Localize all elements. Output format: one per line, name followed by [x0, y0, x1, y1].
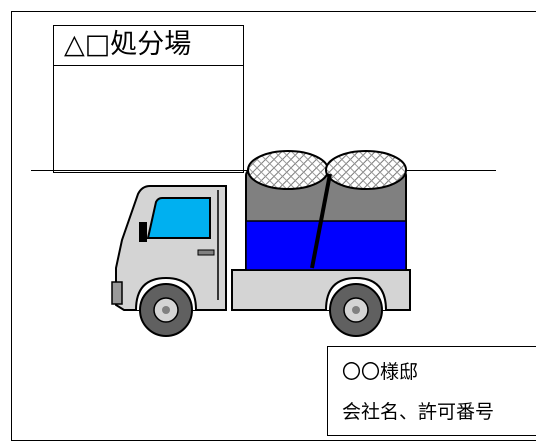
company-permit-number: 会社名、許可番号	[342, 401, 495, 423]
side-mirror	[139, 222, 147, 242]
diagram-canvas: △□処分場	[11, 11, 536, 441]
disposal-site-sign: △□処分場	[53, 25, 244, 173]
tie-down-strap	[310, 173, 332, 269]
cargo-bundle-left	[247, 150, 329, 190]
cargo-cover	[245, 220, 407, 271]
rear-wheel	[329, 283, 383, 337]
disposal-site-name: △□処分場	[54, 26, 243, 66]
door-handle	[197, 249, 215, 256]
front-wheel	[139, 283, 193, 337]
owner-sign: 〇〇様邸 会社名、許可番号	[327, 346, 536, 436]
cab-window	[146, 197, 211, 239]
truck-illustration	[111, 150, 411, 337]
cargo-bundle-right	[325, 150, 407, 190]
owner-name: 〇〇様邸	[342, 361, 419, 383]
front-bumper	[111, 281, 123, 305]
